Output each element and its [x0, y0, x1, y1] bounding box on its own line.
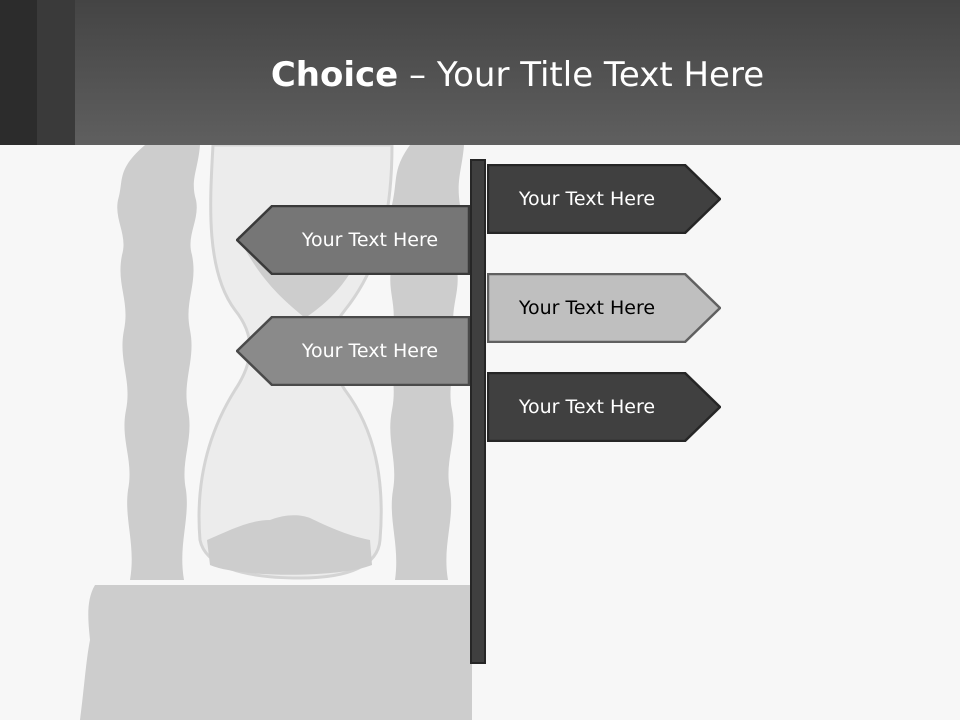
arrow-shape [236, 316, 470, 386]
slide-title[interactable]: Choice – Your Title Text Here [75, 50, 960, 100]
title-text: Your Title Text Here [436, 55, 765, 95]
sign-label: Your Text Here [301, 340, 439, 362]
sign-arrow-left-1[interactable]: Your Text Here [236, 205, 470, 275]
sign-arrow-right-3[interactable]: Your Text Here [487, 372, 721, 442]
arrow-shape [487, 372, 721, 442]
arrow-shape [487, 273, 721, 343]
sign-label: Your Text Here [518, 188, 656, 210]
hourglass-base [80, 585, 472, 720]
arrow-shape [236, 205, 470, 275]
sign-arrow-right-1[interactable]: Your Text Here [487, 164, 721, 234]
arrow-shape [487, 164, 721, 234]
accent-band-dark [0, 0, 37, 145]
sign-arrow-right-2[interactable]: Your Text Here [487, 273, 721, 343]
accent-band-mid [37, 0, 75, 145]
sign-arrow-left-2[interactable]: Your Text Here [236, 316, 470, 386]
hourglass-left-pillar [117, 145, 200, 580]
sign-label: Your Text Here [518, 297, 656, 319]
title-bar: Choice – Your Title Text Here [0, 0, 960, 145]
sign-label: Your Text Here [301, 229, 439, 251]
signpost-pole [470, 159, 486, 664]
hourglass-bottom-sand [207, 515, 372, 575]
sign-label: Your Text Here [518, 396, 656, 418]
title-bold-word: Choice [270, 55, 399, 95]
title-separator: – [398, 55, 437, 95]
